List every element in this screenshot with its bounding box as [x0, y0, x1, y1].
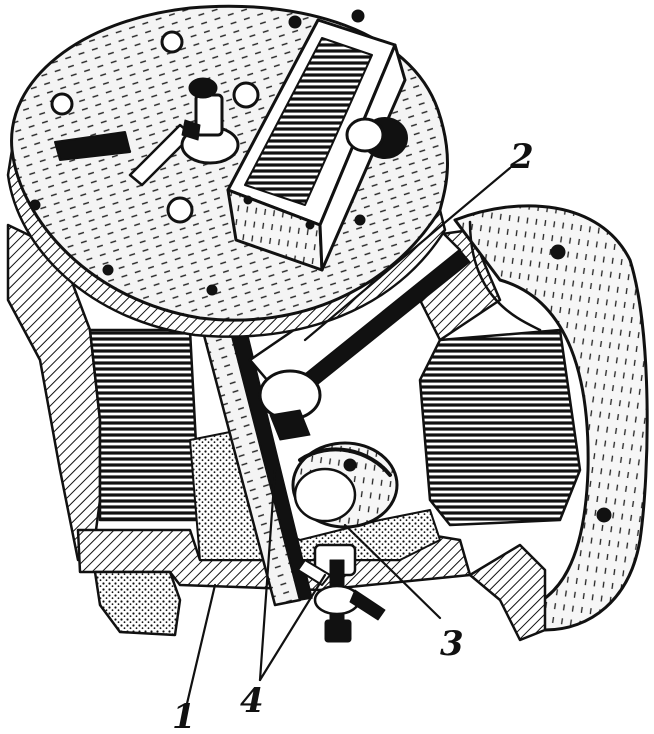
cover-slot — [54, 131, 131, 161]
leader-3 — [343, 523, 442, 620]
side-plug — [345, 117, 408, 159]
callout-label-3: 3 — [440, 624, 464, 664]
callout-label-1: 1 — [172, 697, 196, 734]
housing-right-bore — [418, 328, 582, 527]
flange-bolt-top — [550, 244, 566, 260]
right-flange-inner-edge — [468, 220, 542, 332]
cover-bolts — [29, 9, 366, 296]
right-flange-cut — [468, 543, 547, 642]
top-cover-plate — [6, 4, 449, 338]
motor-band — [298, 447, 392, 477]
cover-spindle — [180, 77, 240, 165]
leader-1 — [183, 583, 217, 714]
leader-2 — [303, 166, 512, 342]
actuator-knob-nut — [269, 409, 311, 441]
lower-fitting — [297, 543, 386, 643]
callout-label-4: 4 — [240, 681, 264, 721]
motor-bolt — [343, 458, 357, 472]
motor-cylinder-end — [293, 467, 357, 523]
housing-left-bore — [88, 328, 202, 522]
housing-foot — [93, 570, 182, 637]
flange-bolt-bottom — [596, 507, 612, 523]
right-pipe-flange — [453, 204, 649, 632]
junction-box — [226, 18, 407, 272]
callout-label-2: 2 — [509, 137, 534, 177]
leader-lines — [183, 166, 512, 714]
leader-4b — [258, 573, 327, 682]
leader-4a — [258, 468, 277, 682]
